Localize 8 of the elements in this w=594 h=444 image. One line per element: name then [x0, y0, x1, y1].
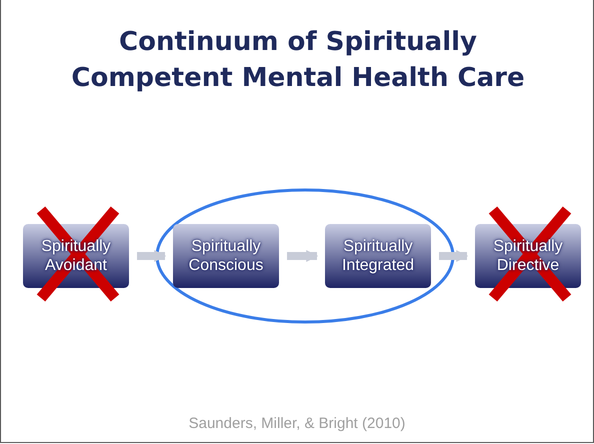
arrow [439, 250, 468, 262]
stage-label: Spiritually Conscious [188, 237, 264, 275]
slide-title: Continuum of Spiritually Competent Mental Health Care [70, 26, 526, 95]
stage-box [173, 224, 279, 288]
stage-box [325, 224, 431, 288]
stage-label: Spiritually Integrated [340, 237, 416, 275]
arrow [287, 250, 318, 262]
citation: Saunders, Miller, & Bright (2010) [188, 415, 406, 432]
